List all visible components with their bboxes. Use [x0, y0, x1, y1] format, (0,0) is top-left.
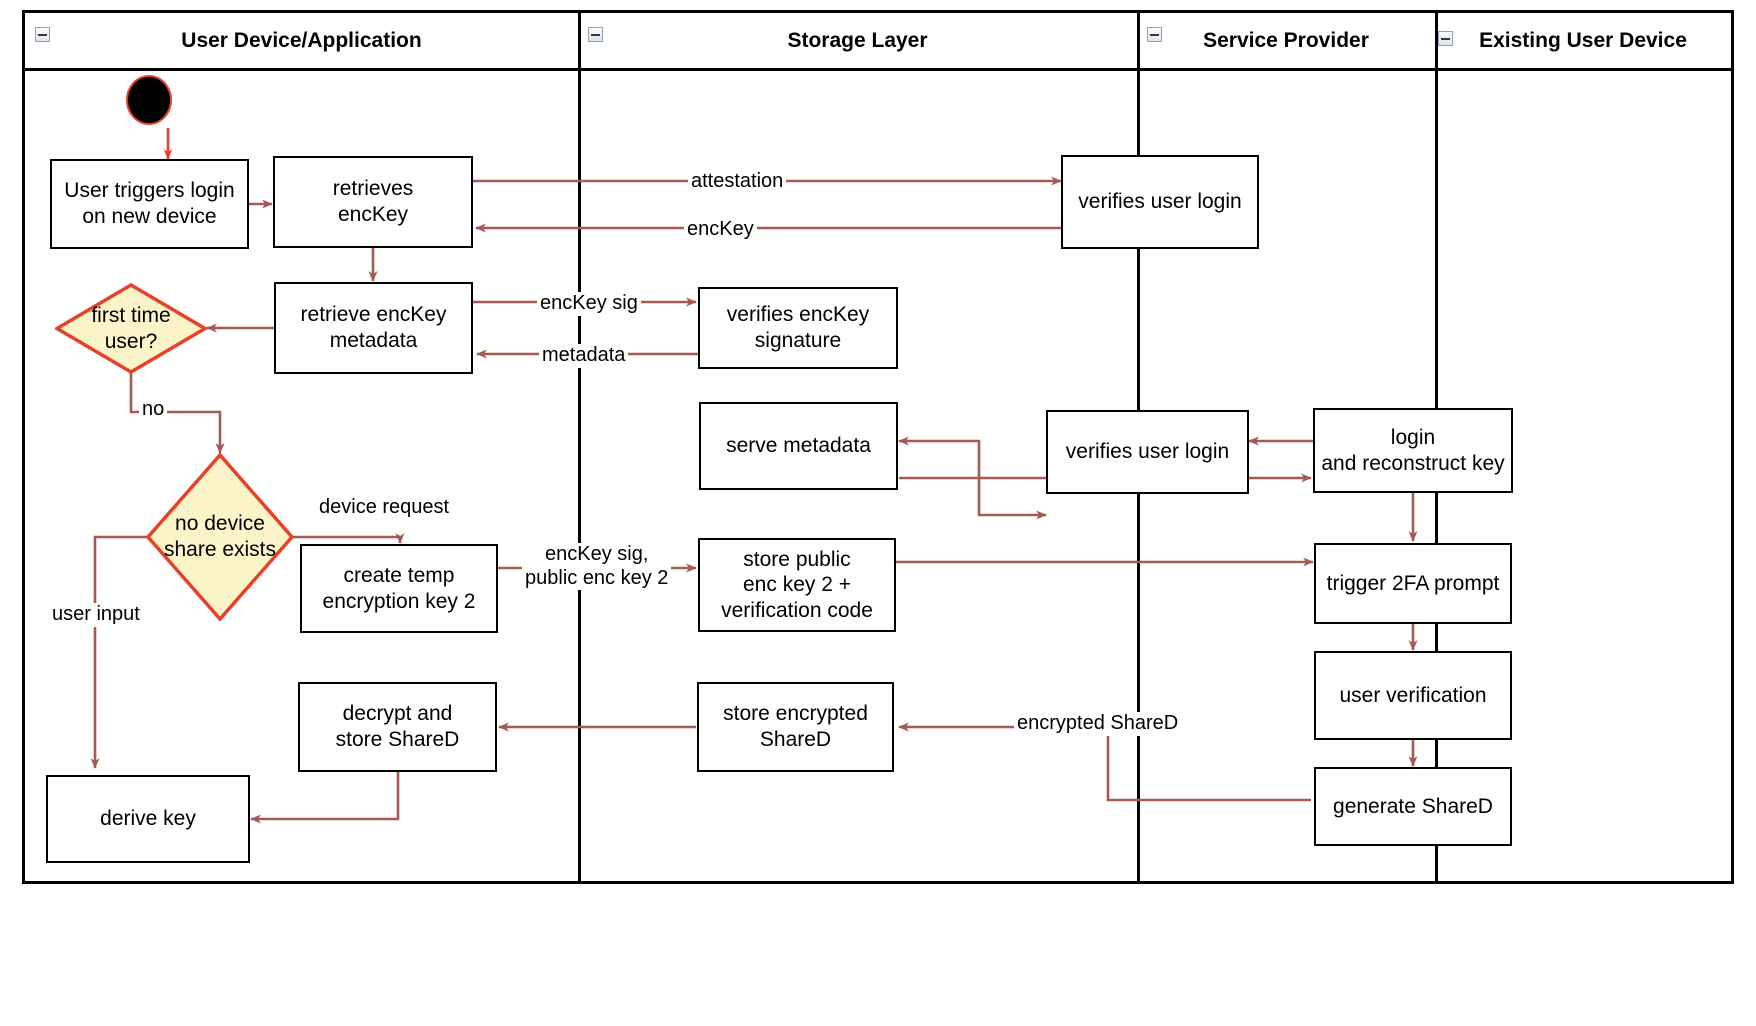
collapse-minus-icon-existing-user-device[interactable]: [1438, 31, 1453, 46]
edge-label-line1: encKey sig,: [545, 543, 649, 565]
action-derive-key[interactable]: derive key: [46, 775, 250, 863]
edge-label-device-request: device request: [316, 496, 453, 520]
node-label: store public enc key 2 + verification co…: [721, 547, 873, 622]
edge-label-enckey: encKey: [684, 218, 757, 242]
node-label: verifies user login: [1065, 440, 1230, 464]
action-user-verification[interactable]: user verification: [1314, 651, 1512, 740]
edge-label-user-input: user input: [49, 603, 143, 627]
node-label: User triggers login on new device: [64, 179, 235, 228]
edge-label-enckey-sig: encKey sig: [537, 292, 641, 316]
node-label: first time user?: [91, 303, 171, 353]
header-divider: [25, 68, 1731, 71]
lane-header-existing-user-device[interactable]: Existing User Device: [1435, 13, 1731, 68]
action-serve-metadata[interactable]: serve metadata: [699, 402, 898, 490]
node-label: serve metadata: [726, 434, 871, 458]
node-label: derive key: [100, 807, 196, 831]
edge-label-enckey-sig-public-enc-key-2: encKey sig, public enc key 2: [522, 543, 672, 591]
collapse-minus-icon-storage-layer[interactable]: [588, 27, 603, 42]
node-label: login and reconstruct key: [1321, 425, 1505, 475]
node-label: create temp encryption key 2: [322, 563, 476, 613]
action-verifies-user-login-2[interactable]: verifies user login: [1046, 410, 1249, 494]
edge-label-metadata: metadata: [539, 344, 629, 368]
lane-header-user-device[interactable]: User Device/Application: [25, 13, 578, 68]
node-label: no device share exists: [163, 512, 277, 561]
node-label: trigger 2FA prompt: [1326, 571, 1500, 595]
lane-divider-1: [578, 13, 581, 881]
diamond-shape: [55, 283, 207, 374]
action-user-triggers-login[interactable]: User triggers login on new device: [50, 159, 249, 249]
collapse-minus-icon-service-provider[interactable]: [1147, 27, 1162, 42]
action-verifies-enckey-signature[interactable]: verifies encKey signature: [698, 287, 898, 369]
lane-header-label: Storage Layer: [787, 28, 928, 52]
lane-header-service-provider[interactable]: Service Provider: [1137, 13, 1435, 68]
action-verifies-user-login-1[interactable]: verifies user login: [1061, 155, 1259, 249]
node-label: decrypt and store ShareD: [335, 702, 460, 751]
decision-first-time-user[interactable]: first time user?: [55, 283, 207, 374]
node-label: verifies encKey signature: [726, 303, 870, 352]
action-trigger-2fa-prompt[interactable]: trigger 2FA prompt: [1314, 543, 1512, 624]
node-label: store encrypted ShareD: [723, 702, 868, 751]
edge-label-attestation: attestation: [688, 170, 787, 194]
collapse-minus-icon-user-device[interactable]: [35, 27, 50, 42]
action-store-encrypted-shared[interactable]: store encrypted ShareD: [697, 682, 894, 772]
edge-label-no: no: [139, 398, 168, 422]
decision-no-device-share-exists[interactable]: no device share exists: [146, 453, 294, 621]
action-login-and-reconstruct-key[interactable]: login and reconstruct key: [1313, 408, 1513, 493]
action-retrieve-enckey-metadata[interactable]: retrieve encKey metadata: [274, 282, 473, 374]
initial-node: [126, 75, 172, 125]
node-label: generate ShareD: [1333, 794, 1493, 818]
action-decrypt-and-store-shared[interactable]: decrypt and store ShareD: [298, 682, 497, 772]
lane-header-label: User Device/Application: [181, 28, 422, 52]
node-label: retrieves encKey: [332, 177, 414, 226]
lane-header-storage-layer[interactable]: Storage Layer: [578, 13, 1137, 68]
action-generate-shared[interactable]: generate ShareD: [1314, 767, 1512, 846]
lane-header-label: Existing User Device: [1479, 28, 1687, 52]
action-store-public-enc-key-2[interactable]: store public enc key 2 + verification co…: [698, 538, 896, 632]
action-retrieves-enckey[interactable]: retrieves encKey: [273, 156, 473, 248]
node-label: user verification: [1339, 683, 1487, 707]
edge-label-line2: public enc key 2: [525, 566, 669, 589]
action-create-temp-encryption-key-2[interactable]: create temp encryption key 2: [300, 544, 498, 633]
node-label: retrieve encKey metadata: [300, 303, 447, 352]
lane-header-label: Service Provider: [1203, 28, 1369, 52]
diamond-shape: [146, 453, 294, 621]
node-label: verifies user login: [1078, 190, 1242, 214]
edge-label-encrypted-shared: encrypted ShareD: [1014, 712, 1182, 736]
